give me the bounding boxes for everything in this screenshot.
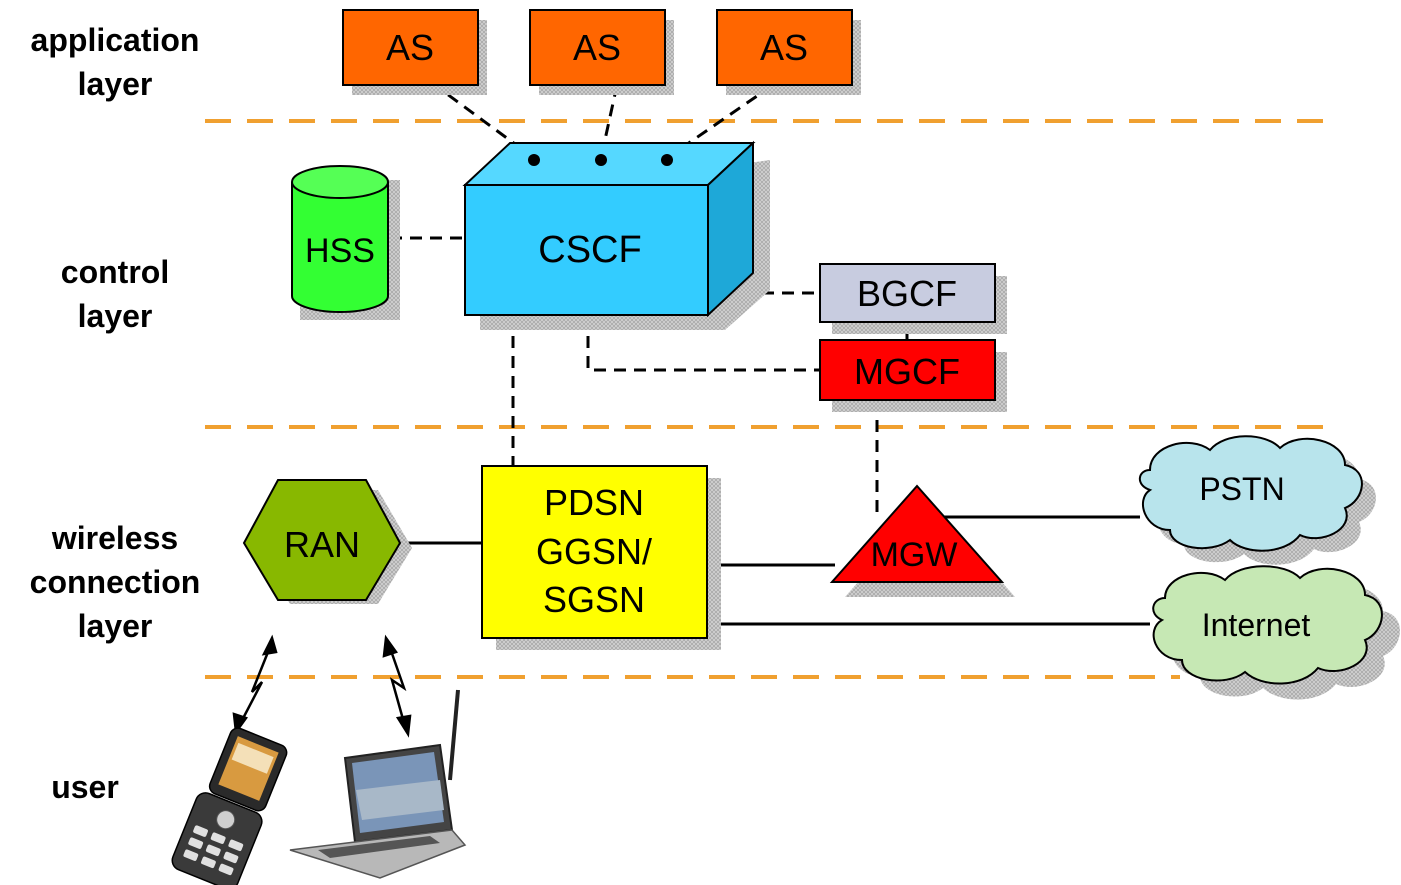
hss-label: HSS <box>305 232 375 270</box>
pdsn-label-line2: GGSN/ <box>536 531 652 572</box>
control-layer-label: control layer <box>60 254 170 334</box>
wireless-link-phone <box>236 641 274 729</box>
user-layer-label: user <box>51 769 119 805</box>
laptop-icon <box>289 689 467 879</box>
wireless-link-laptop <box>386 641 408 731</box>
hss-database: HSS <box>291 165 400 320</box>
as-server-2-label: AS <box>573 27 621 68</box>
ran-node: RAN <box>242 479 412 604</box>
bgcf-node: BGCF <box>819 263 1007 334</box>
pstn-cloud: PSTN <box>1138 435 1376 565</box>
data-links <box>398 322 1150 626</box>
as-server-2: AS <box>529 9 674 95</box>
mgw-node: MGW <box>829 484 1015 597</box>
mgw-label: MGW <box>871 536 958 574</box>
link-cscf-mgcf <box>586 316 820 372</box>
pdsn-label-line1: PDSN <box>544 482 644 523</box>
ran-label: RAN <box>284 524 360 565</box>
as-server-1: AS <box>342 9 487 95</box>
mgcf-node: MGCF <box>819 339 1007 412</box>
bgcf-label: BGCF <box>857 273 957 314</box>
layer-separators <box>205 119 1330 679</box>
cscf-label: CSCF <box>538 229 641 271</box>
wireless-links <box>232 634 412 738</box>
pstn-label: PSTN <box>1199 471 1284 507</box>
mgcf-label: MGCF <box>854 351 960 392</box>
pdsn-label-line3: SGSN <box>543 579 645 620</box>
wireless-connection-layer-label: wireless connection layer <box>29 520 201 644</box>
as-server-3: AS <box>716 9 861 95</box>
cscf-port-1 <box>528 154 540 166</box>
as-server-3-label: AS <box>760 27 808 68</box>
as-server-1-label: AS <box>386 27 434 68</box>
internet-cloud: Internet <box>1152 565 1400 700</box>
cscf-port-2 <box>595 154 607 166</box>
internet-label: Internet <box>1202 607 1311 643</box>
cscf-node: CSCF <box>462 140 770 330</box>
mobile-phone-icon <box>171 727 288 885</box>
pdsn-ggsn-sgsn-node: PDSN GGSN/ SGSN <box>481 465 721 650</box>
application-layer-label: application layer <box>30 22 200 102</box>
cscf-port-3 <box>661 154 673 166</box>
